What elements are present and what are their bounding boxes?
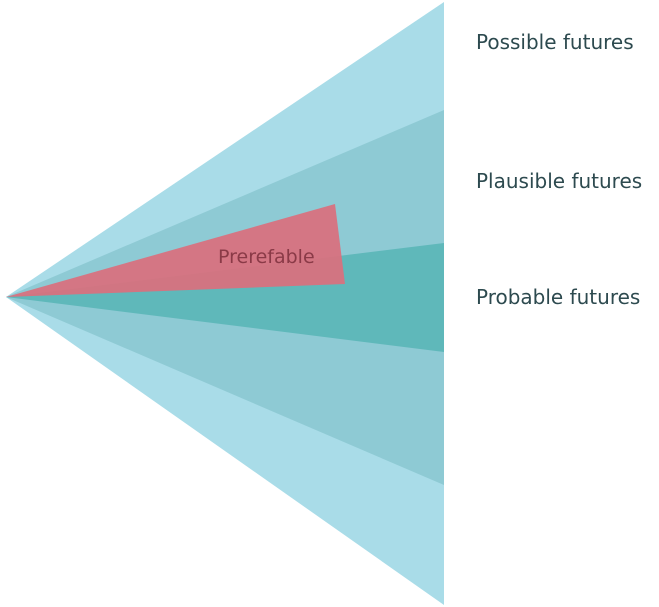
possible-futures-label: Possible futures — [476, 30, 634, 54]
preferable-futures-wedge — [6, 204, 345, 297]
probable-futures-label: Probable futures — [476, 285, 641, 309]
plausible-futures-label: Plausible futures — [476, 169, 643, 193]
preferable-futures-label: Prerefable — [218, 246, 315, 268]
